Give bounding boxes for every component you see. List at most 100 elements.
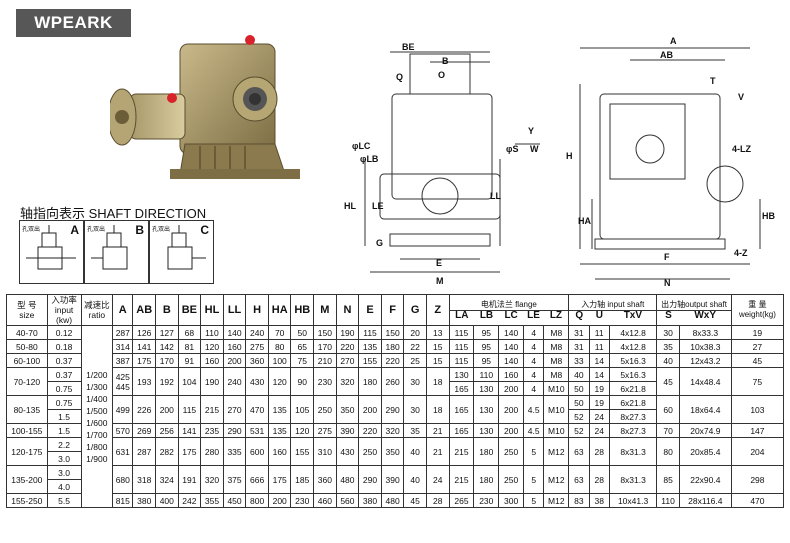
cell-dim: 160	[267, 437, 292, 466]
cell-u: 24	[588, 423, 610, 438]
cell-dim: 18	[425, 367, 450, 396]
cell-flange: 165	[448, 423, 475, 438]
cell-s: 85	[656, 465, 680, 494]
cell-flange: M12	[543, 437, 570, 466]
cell-dim: 260	[380, 367, 405, 396]
cell-flange: 215	[448, 465, 475, 494]
cell-dim: 210	[313, 353, 337, 368]
cell-dim: 193	[132, 367, 157, 396]
cell-dim: 666	[245, 465, 269, 494]
svg-text:T: T	[710, 76, 716, 86]
cell-dim: 15	[425, 353, 450, 368]
cell-dim: 290	[222, 423, 247, 438]
svg-text:M: M	[436, 276, 444, 286]
cell-dim: 480	[335, 465, 360, 494]
cell-dim: 22	[403, 339, 427, 354]
svg-text:LE: LE	[372, 201, 384, 211]
cell-dim: 120	[267, 367, 292, 396]
shaft-direction-c: 孔双出 C	[149, 220, 214, 284]
cell-dim: 390	[380, 465, 405, 494]
cell-dim: 105	[290, 395, 315, 424]
cell-ratio: 1/200 1/300 1/400 1/500 1/600 1/700 1/80…	[80, 325, 114, 508]
cell-dim: 570	[112, 423, 134, 438]
cell-dim: 680	[112, 465, 134, 494]
cell-flange: M12	[543, 493, 570, 508]
cell-size: 155-250	[6, 493, 48, 508]
cell-s: 70	[656, 423, 680, 438]
cell-dim: 270	[222, 395, 247, 424]
cell-txv: 8x31.3	[608, 465, 658, 494]
shaft-direction-title: 轴指向表示 SHAFT DIRECTION	[20, 206, 207, 221]
cell-dim: 375	[222, 465, 247, 494]
cell-power: 0.75	[46, 395, 82, 410]
svg-text:N: N	[664, 278, 671, 288]
cell-flange: 160	[498, 367, 525, 382]
shaft-direction-b-label: B	[135, 223, 144, 237]
cell-weight: 298	[730, 465, 785, 494]
cell-s: 35	[656, 339, 680, 354]
cell-q: 63	[568, 437, 590, 466]
cell-dim: 70	[267, 325, 292, 340]
cell-flange: M10	[543, 395, 570, 424]
cell-dim: 335	[222, 437, 247, 466]
shaft-c-diagram	[167, 225, 206, 270]
cell-dim: 430	[335, 437, 360, 466]
cell-dim: 430	[245, 367, 269, 396]
cell-dim: 324	[155, 465, 179, 494]
cell-dim: 180	[380, 339, 405, 354]
cell-power: 0.37	[46, 367, 82, 382]
cell-flange: 95	[473, 325, 500, 340]
cell-dim: 155	[358, 353, 382, 368]
cell-size: 50-80	[6, 339, 48, 354]
cell-txv: 5x16.3	[608, 367, 658, 382]
cell-dim: 127	[155, 325, 179, 340]
cell-dim: 200	[358, 395, 382, 424]
cell-dim: 380	[358, 493, 382, 508]
cell-dim: 45	[403, 493, 427, 508]
cell-flange: 4.5	[523, 395, 545, 424]
cell-dim: 314	[112, 339, 134, 354]
cell-dim: 220	[335, 339, 360, 354]
header-dim: AB	[132, 294, 157, 326]
cell-flange: 180	[473, 437, 500, 466]
header-dim: LL	[222, 294, 247, 326]
cell-size: 60-100	[6, 353, 48, 368]
svg-text:LL: LL	[490, 191, 501, 201]
header-dim: BE	[177, 294, 202, 326]
cell-power: 1.5	[46, 423, 82, 438]
cell-dim: 290	[380, 395, 405, 424]
cell-dim: 360	[245, 353, 269, 368]
svg-text:Q: Q	[396, 72, 403, 82]
cell-dim: 30	[403, 367, 427, 396]
cell-flange: 230	[473, 493, 500, 508]
cell-dim: 230	[313, 367, 337, 396]
svg-text:HA: HA	[578, 216, 591, 226]
header-dim: A	[112, 294, 134, 326]
cell-q: 31	[568, 325, 590, 340]
cell-size: 135-200	[6, 465, 48, 494]
cell-power: 3.0	[46, 465, 82, 480]
cell-u: 28	[588, 437, 610, 466]
cell-dim: 250	[313, 395, 337, 424]
cell-dim: 470	[245, 395, 269, 424]
cell-s: 110	[656, 493, 680, 508]
cell-q: 52	[568, 409, 590, 424]
cell-dim: 192	[155, 367, 179, 396]
brand-text: WPEARK	[34, 13, 113, 32]
svg-text:F: F	[664, 252, 670, 262]
cell-flange: 4	[523, 381, 545, 396]
cell-power: 0.18	[46, 339, 82, 354]
cell-dim: 15	[425, 339, 450, 354]
cell-q: 33	[568, 353, 590, 368]
cell-dim: 75	[290, 353, 315, 368]
cell-dim: 318	[132, 465, 157, 494]
cell-wxy: 18x64.4	[678, 395, 732, 424]
header-dim: Z	[425, 294, 450, 326]
cell-flange: 4	[523, 367, 545, 382]
cell-dim: 230	[290, 493, 315, 508]
shaft-direction-a-label: A	[70, 223, 79, 237]
cell-wxy: 10x38.3	[678, 339, 732, 354]
